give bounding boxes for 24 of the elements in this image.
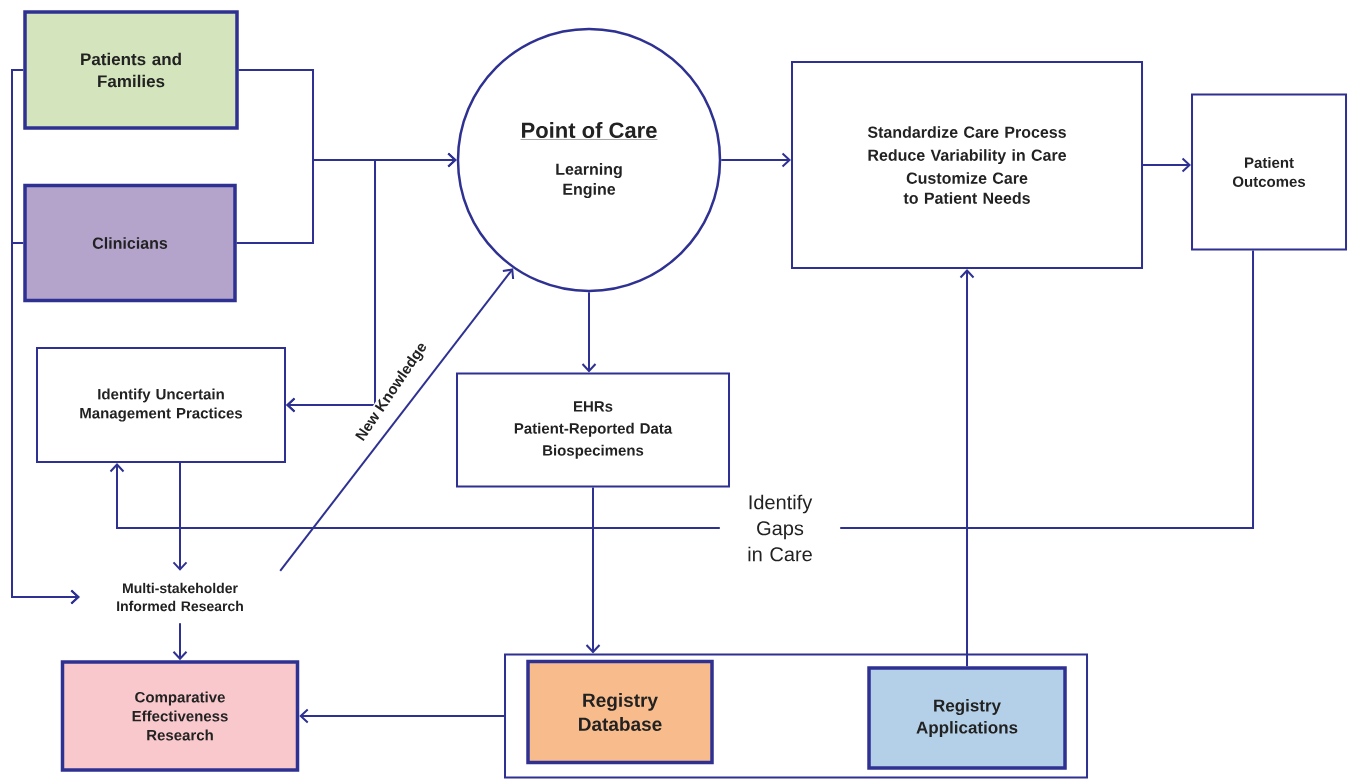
arrow (959, 269, 975, 668)
arrow (172, 622, 188, 661)
outcome-box: Patient Outcomes (1191, 93, 1347, 251)
registry-container (504, 653, 1088, 779)
arrow (299, 708, 505, 724)
registry-box: Registry Database (526, 659, 714, 765)
process-box: Standardize Care Process Reduce Variability in Care Customize Care to Patient Needs (791, 61, 1143, 269)
data-box: EHRs Patient-Reported Data Biospecimens (456, 372, 730, 488)
research-text: Multi-stakeholder Informed Research (117, 582, 243, 612)
gap-text: Identify Gaps in Care (748, 494, 813, 562)
arrow (585, 486, 601, 654)
arrow (581, 291, 597, 373)
arrow (279, 268, 515, 572)
arrow (1142, 157, 1191, 173)
arrow (109, 463, 721, 529)
stakeholder-box: Patients and Families (23, 10, 239, 130)
research-box: Comparative Effectiveness Research (60, 660, 300, 772)
process-box: Identify Uncertain Management Practices (36, 347, 286, 463)
registry-box: Registry Applications (867, 666, 1067, 770)
arrow (720, 152, 791, 168)
arrow (11, 242, 80, 605)
arrow (172, 462, 188, 571)
stakeholder-box: Clinicians (23, 183, 237, 303)
arrow (235, 159, 376, 413)
